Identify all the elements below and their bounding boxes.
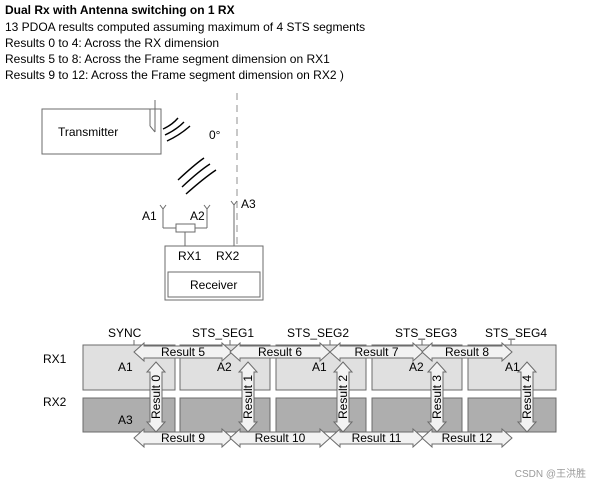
rx1-cell-label: A1 [505,360,520,374]
signal-wave-icon [177,157,205,181]
rx1-result-arrow [421,341,513,363]
header: Dual Rx with Antenna switching on 1 RX 1… [5,2,589,83]
segment-label-sts-seg1: STS_SEG1 [192,326,254,340]
antenna-a2-label: A2 [190,209,205,223]
rx1-label: RX1 [178,249,202,263]
rx-result-arrow-label: Result 4 [520,375,534,419]
rx2-label: RX2 [216,249,240,263]
antenna-a1-icon [159,204,167,228]
rx-result-arrow [332,361,354,433]
receiver-label: Receiver [190,278,237,292]
row-label-rx2: RX2 [43,395,67,409]
rx1-cell-label: A2 [409,360,424,374]
rx1-result-arrow-label: Result 7 [354,345,398,359]
timing-arrows: Result 5 Result 6 Result 7 Result 8 Result 9… [133,341,538,449]
rx-result-arrow [145,361,167,433]
rx1-result-arrow-label: Result 6 [258,345,302,359]
segment-label-sync: SYNC [108,326,142,340]
rx2-segment-cell [467,397,557,433]
transmitter-label: Transmitter [58,125,118,139]
rx2-result-arrow-label: Result 12 [442,431,493,445]
rx1-result-arrow-label: Result 8 [445,345,489,359]
timing-bars [82,340,557,433]
timing-labels: SYNC STS_SEG1 STS_SEG2 STS_SEG3 STS_SEG4… [43,326,547,427]
rx2-segment-cell [275,397,367,433]
rx2-result-arrow-label: Result 11 [352,431,402,445]
description-line: Results 9 to 12: Across the Frame segmen… [5,68,344,82]
rx-result-arrow-label: Result 1 [241,375,255,419]
rx-result-arrow [426,361,448,433]
rx-result-arrow [516,361,538,433]
switch-icon [175,223,196,233]
timing-diagram: Result 5 Result 6 Result 7 Result 8 Result 9… [43,326,557,449]
row-label-rx1: RX1 [43,352,67,366]
rx-result-arrow-label: Result 3 [430,375,444,419]
signal-wave-icon [185,169,217,195]
rx2-segment-cell [371,397,463,433]
rx-result-arrow [237,361,259,433]
transmitter-box [41,108,162,155]
signal-wave-icon [166,125,191,142]
rx-result-arrow-label: Result 2 [336,375,350,419]
rx2-result-arrow-label: Result 10 [255,431,306,445]
rx2-segment-cell [179,397,271,433]
top-diagram-labels: Transmitter 0° A1 A2 A3 RX1 RX2 Receiver [58,125,256,292]
description-line: 13 PDOA results computed assuming maximu… [5,20,366,34]
signal-wave-icon [181,163,211,188]
rx1-result-arrow-label: Result 5 [161,345,205,359]
transmitter-antenna-icon [149,125,156,133]
rx2-result-arrow-label: Result 9 [161,431,205,445]
signal-wave-icon [162,117,179,130]
antenna-a3-label: A3 [241,197,256,211]
rx1-cell-label: A1 [118,360,133,374]
rx1-cell-label: A2 [217,360,232,374]
angle-label: 0° [209,128,221,142]
description-line: Results 0 to 4: Across the RX dimension [5,36,220,50]
rx-result-arrow-label: Result 0 [149,375,163,419]
antenna-a1-label: A1 [142,209,157,223]
watermark: CSDN @王洪胜 [515,468,586,480]
segment-label-sts-seg4: STS_SEG4 [485,326,547,340]
diagram-title: Dual Rx with Antenna switching on 1 RX [5,3,235,17]
antenna-a2-icon [203,204,211,228]
rx2-result-arrow [421,427,513,449]
rx2-cell-label: A3 [118,413,133,427]
top-diagram [41,93,264,301]
receiver-inner-box [167,271,261,298]
antenna-a3-icon [230,200,238,246]
description-line: Results 5 to 8: Across the Frame segment… [5,52,330,66]
signal-wave-icon [164,121,185,136]
segment-label-sts-seg2: STS_SEG2 [287,326,349,340]
segment-label-sts-seg3: STS_SEG3 [395,326,457,340]
rx1-cell-label: A1 [312,360,327,374]
